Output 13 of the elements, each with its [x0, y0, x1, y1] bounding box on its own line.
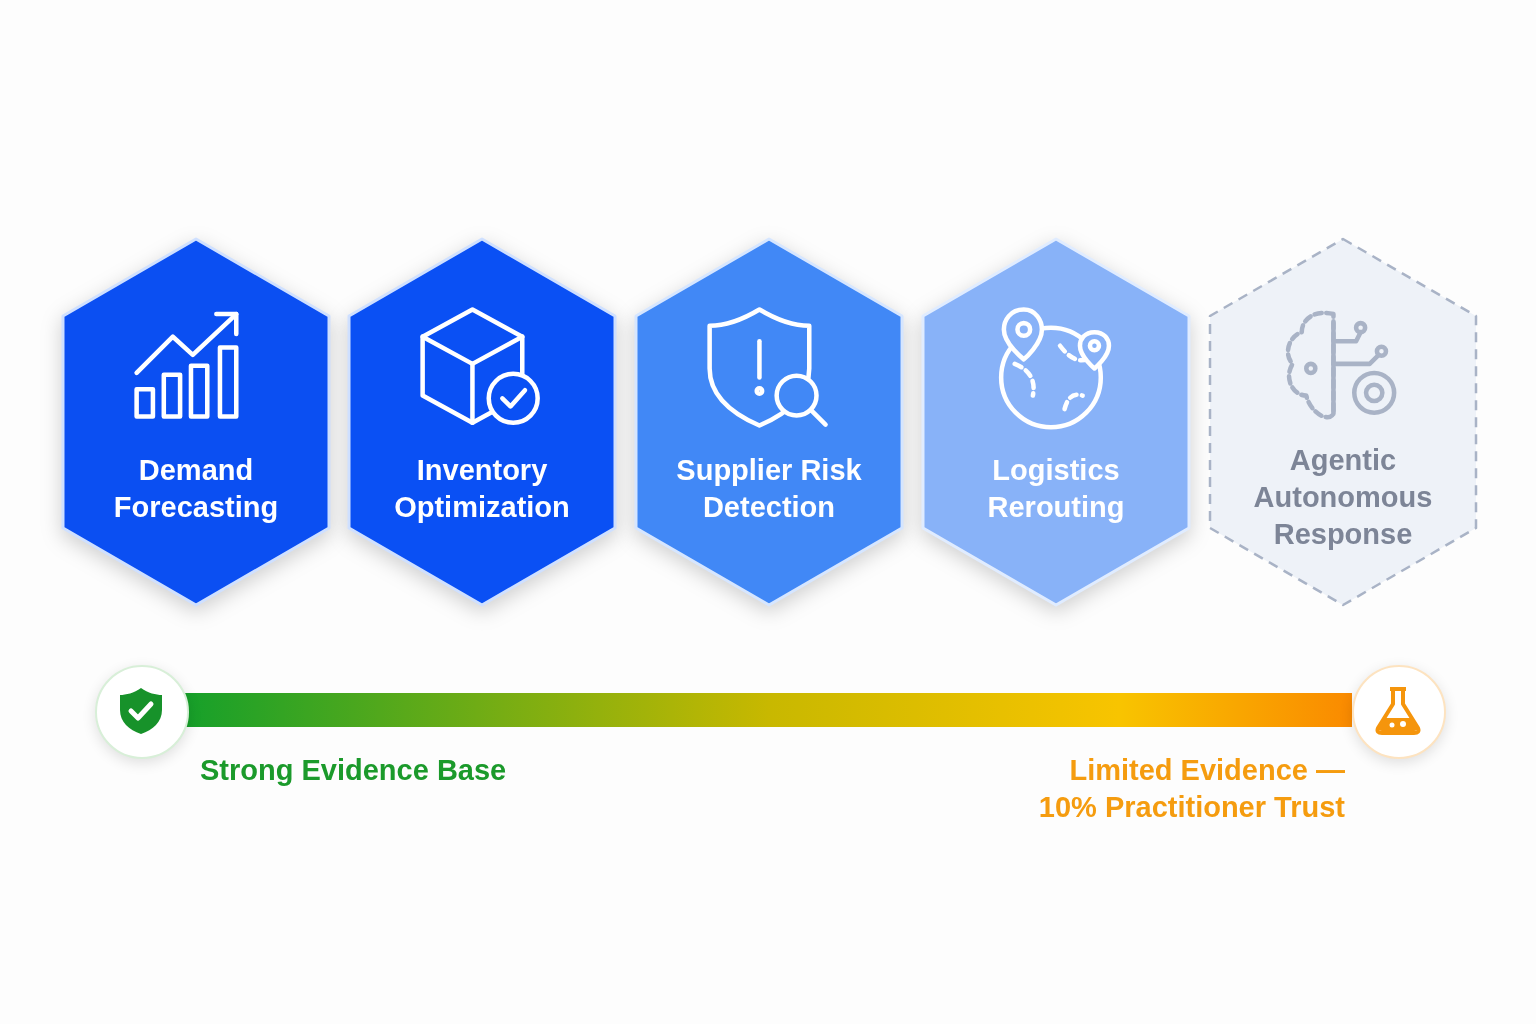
- hexagon-tile: [61, 237, 331, 607]
- hexagon-tile: [347, 237, 617, 607]
- tile-label: Inventory Optimization: [393, 453, 571, 525]
- hexagon-tile: [921, 237, 1191, 607]
- hexagon-tile: [1208, 237, 1478, 607]
- evidence-caption: Strong Evidence Base: [200, 753, 507, 788]
- gradient-bar: [185, 693, 1352, 727]
- tile-label: Logistics Rerouting: [986, 453, 1126, 525]
- hexagon-tile: [634, 237, 904, 607]
- tile-label: Supplier Risk Detection: [675, 453, 863, 525]
- tile-label: Demand Forecasting: [112, 453, 280, 525]
- tile-label: Agentic Autonomous Response: [1252, 443, 1434, 552]
- evidence-caption: Limited Evidence — 10% Practitioner Trust: [1037, 753, 1345, 825]
